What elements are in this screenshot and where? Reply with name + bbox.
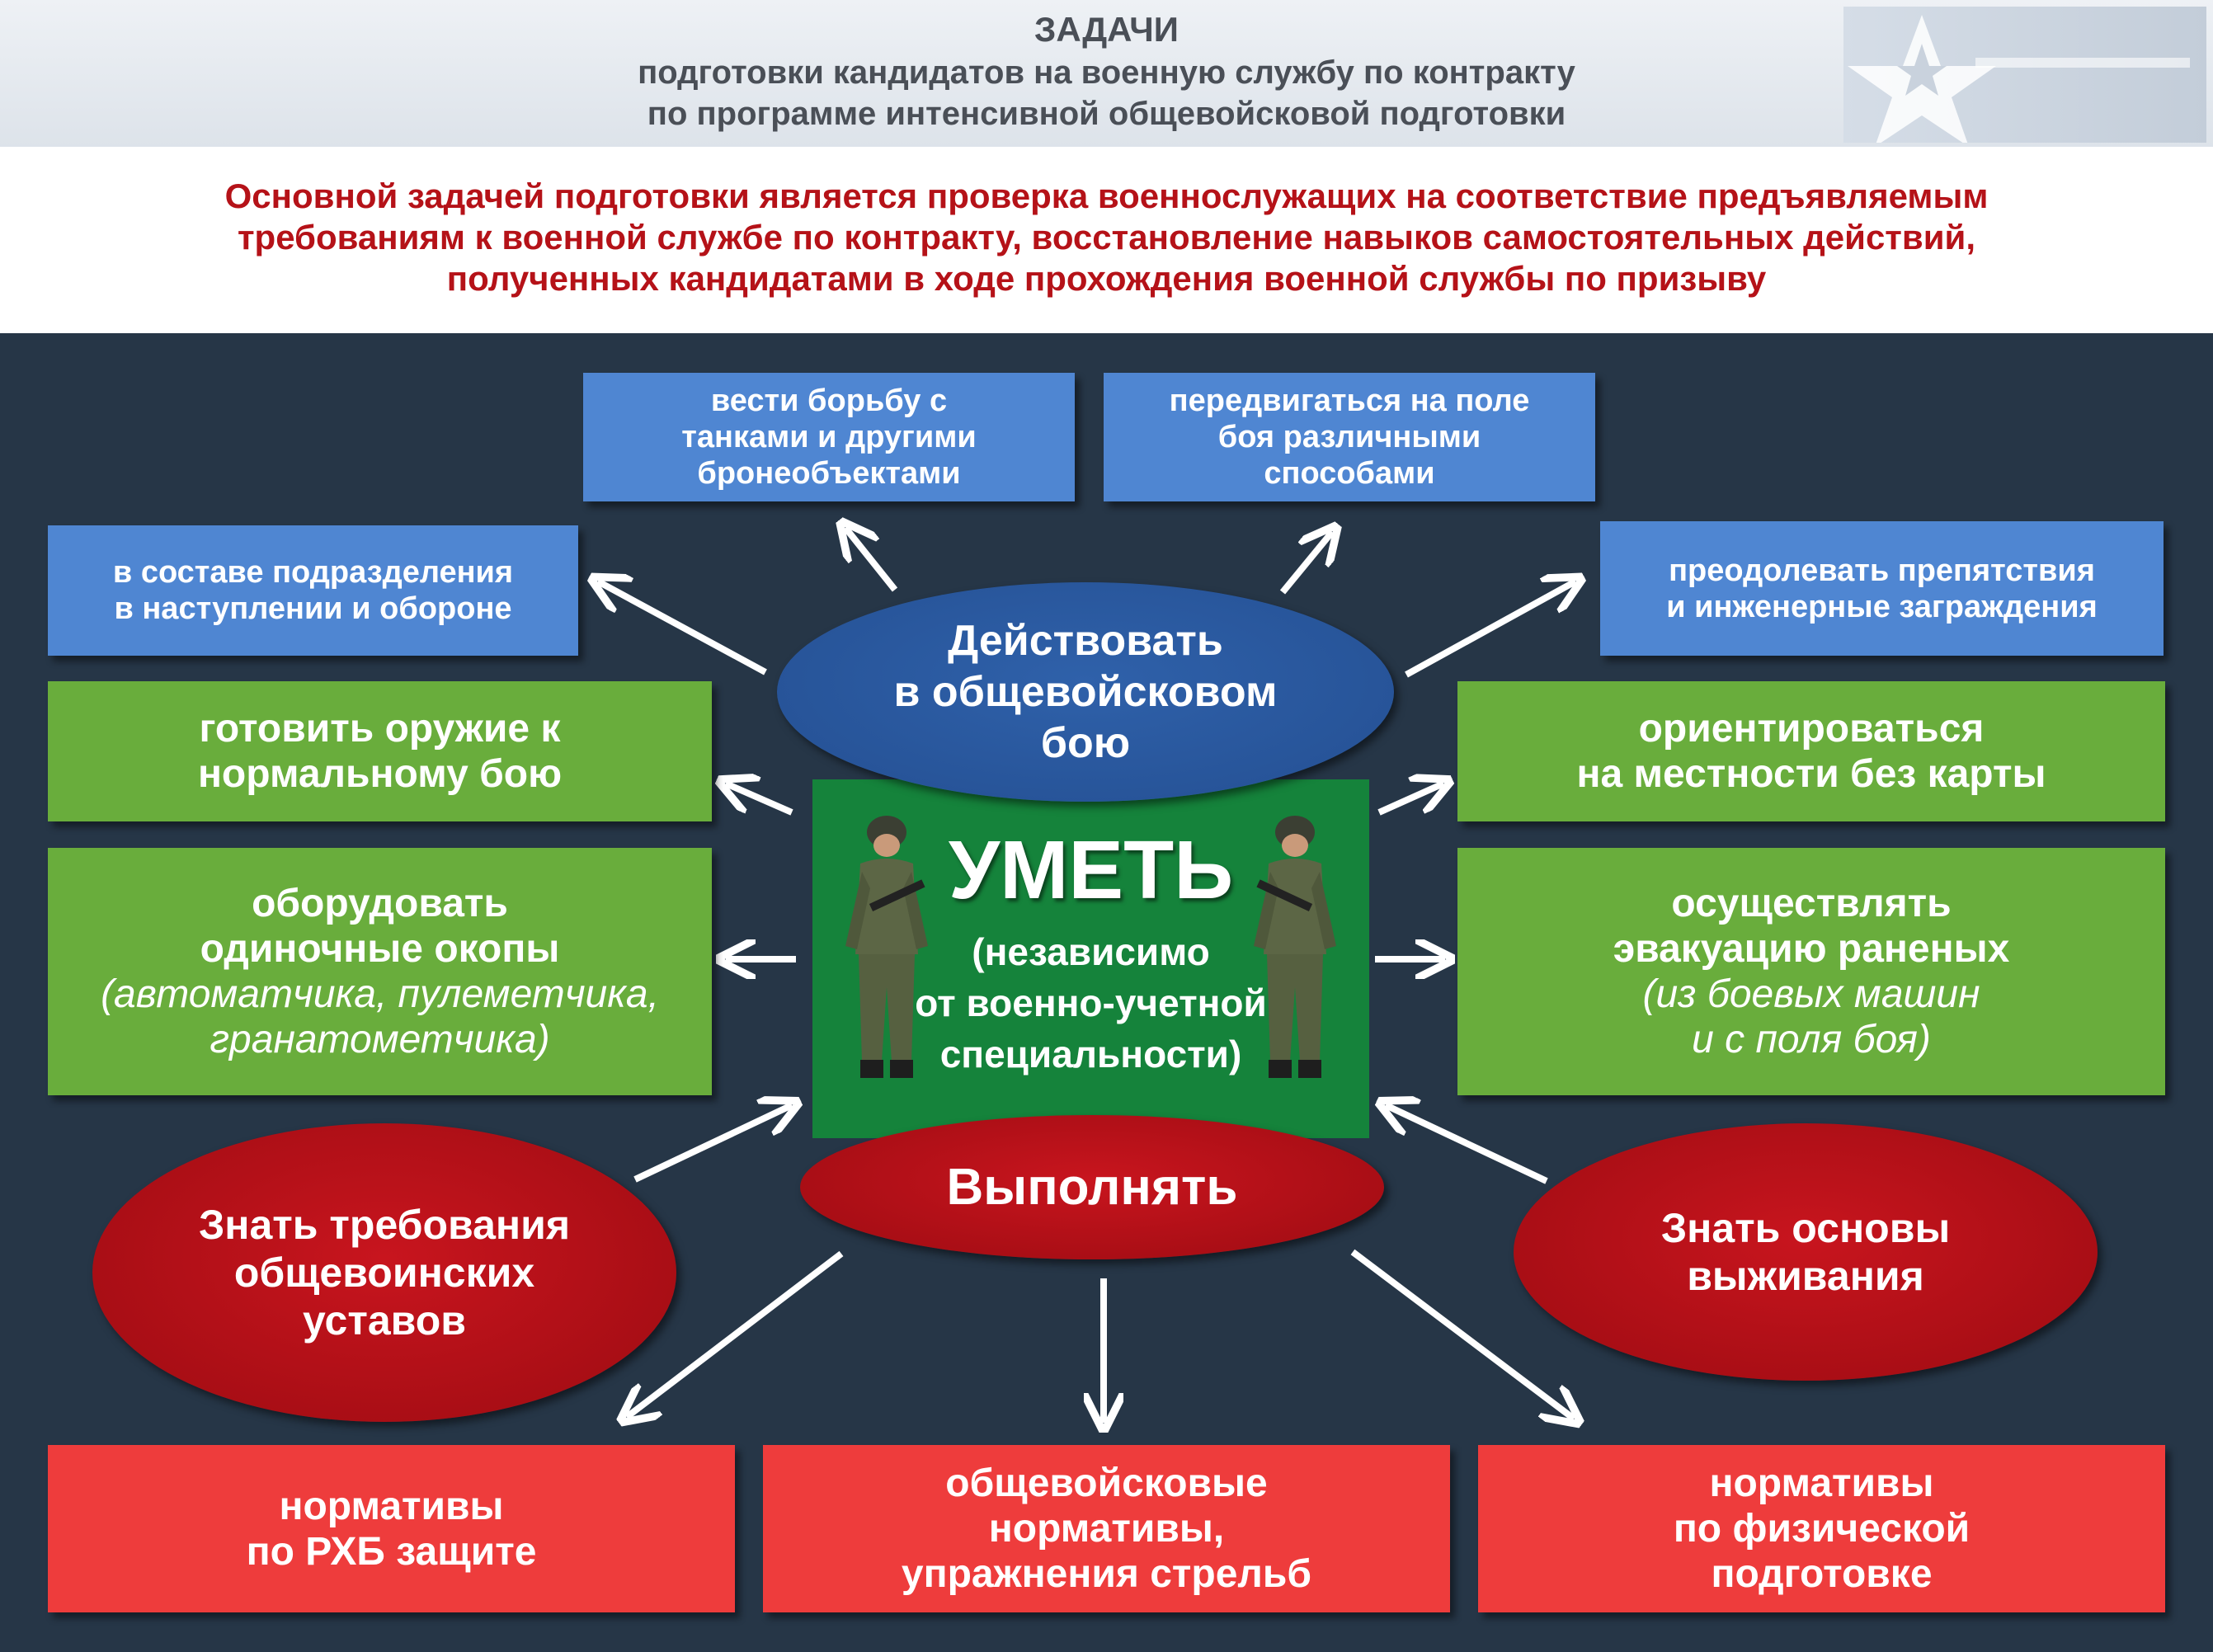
soldier-right-icon	[1254, 816, 1336, 1078]
main-task-line-3: полученных кандидатами в ходе прохождени…	[446, 259, 1767, 298]
task-note: (автоматчика, пулеметчика,	[101, 972, 659, 1016]
soldier-left-icon	[845, 816, 928, 1078]
center-sub-line: (независимо	[972, 930, 1210, 973]
act-line: Действовать	[948, 617, 1223, 665]
know-regs-line: Знать требования	[198, 1202, 571, 1248]
task-line: танками и другими	[681, 420, 977, 454]
main-task-line-2: требованиям к военной службе по контракт…	[237, 218, 1975, 257]
header-title: ЗАДАЧИ	[1034, 10, 1179, 49]
task-line: эвакуацию раненых	[1613, 927, 2010, 971]
act-line: бою	[1040, 719, 1131, 767]
task-line: боя различными	[1217, 420, 1481, 454]
arrow-to-unit	[598, 581, 767, 675]
header-banner: ЗАДАЧИ подготовки кандидатов на военную …	[0, 0, 2213, 147]
task-line: передвигаться на поле	[1169, 384, 1530, 418]
norm-line: общевойсковые	[945, 1461, 1268, 1505]
know-survival-line: Знать основы	[1660, 1205, 1951, 1251]
task-line: в наступлении и обороне	[114, 591, 512, 626]
task-line: преодолевать препятствия	[1669, 553, 2095, 588]
arrow-to-orient	[1377, 784, 1443, 816]
task-line: одиночные окопы	[200, 927, 560, 971]
task-box-evac: осуществлять эвакуацию раненых (из боевы…	[1457, 848, 2165, 1095]
center-sub-line: специальности)	[939, 1033, 1242, 1075]
header-subtitle-1: подготовки кандидатов на военную службу …	[638, 54, 1575, 91]
arrow-to-rhb	[627, 1250, 844, 1417]
norm-line: нормативы	[1709, 1461, 1934, 1505]
task-line: нормальному бою	[197, 752, 563, 796]
task-line: оборудовать	[252, 882, 508, 925]
task-box-trenches: оборудовать одиночные окопы (автоматчика…	[48, 848, 712, 1095]
task-line: способами	[1264, 456, 1435, 491]
task-note: гранатометчика)	[210, 1018, 550, 1061]
task-box-orient: ориентироваться на местности без карты	[1457, 681, 2165, 821]
center-title: УМЕТЬ	[948, 824, 1234, 916]
center-sub-line: от военно-учетной	[915, 981, 1267, 1024]
task-line: осуществлять	[1671, 882, 1952, 925]
center-block: УМЕТЬ (независимо от военно-учетной спец…	[812, 779, 1369, 1138]
act-line: в общевойсковом	[893, 668, 1278, 716]
arrow-to-physical	[1350, 1249, 1574, 1419]
center-subtitle: (независимо от военно-учетной специально…	[812, 926, 1369, 1080]
task-box-unit: в составе подразделения в наступлении и …	[48, 525, 578, 656]
task-line: в составе подразделения	[112, 555, 514, 590]
arrow-to-move	[1279, 532, 1332, 595]
task-line: готовить оружие к	[199, 707, 561, 751]
norm-line: нормативы,	[988, 1507, 1225, 1551]
norm-box-rhb: нормативы по РХБ защите	[48, 1445, 735, 1612]
norm-box-combined-arms: общевойсковые нормативы, упражнения стре…	[763, 1445, 1450, 1612]
arrow-to-weapon	[726, 784, 793, 816]
know-regulations-ellipse: Знать требования общевоинских уставов	[92, 1123, 676, 1422]
main-task-line-1: Основной задачей подготовки является про…	[224, 176, 1989, 215]
perform-label: Выполнять	[946, 1159, 1238, 1216]
task-box-move: передвигаться на поле боя различными спо…	[1104, 373, 1595, 501]
task-line: на местности без карты	[1576, 752, 2046, 796]
arrow-to-obstacles	[1405, 581, 1575, 678]
task-box-obstacles: преодолевать препятствия и инженерные за…	[1600, 521, 2164, 656]
norm-line: подготовке	[1711, 1552, 1933, 1596]
task-line: и инженерные заграждения	[1666, 589, 2098, 624]
task-line: вести борьбу с	[710, 384, 948, 418]
task-line: бронеобъектами	[697, 456, 961, 491]
main-task-text: Основной задачей подготовки является про…	[0, 147, 2213, 333]
norm-line: нормативы	[279, 1484, 504, 1528]
know-survival-ellipse: Знать основы выживания	[1514, 1123, 2098, 1381]
task-note: (из боевых машин	[1642, 972, 1980, 1016]
task-line: ориентироваться	[1638, 707, 1985, 751]
task-box-weapon: готовить оружие к нормальному бою	[48, 681, 712, 821]
norm-line: упражнения стрельб	[901, 1552, 1312, 1596]
arrow-to-tanks	[845, 528, 898, 592]
task-box-tanks: вести борьбу с танками и другими бронеоб…	[583, 373, 1075, 501]
star-emblem-icon	[1843, 7, 2206, 147]
know-regs-line: общевоинских	[233, 1250, 535, 1296]
norm-line: по РХБ защите	[246, 1529, 537, 1574]
arrow-from-survival	[1386, 1105, 1548, 1184]
know-regs-line: уставов	[302, 1297, 467, 1344]
norm-box-physical: нормативы по физической подготовке	[1478, 1445, 2165, 1612]
act-ellipse: Действовать в общевойсковом бою	[777, 582, 1394, 802]
perform-ellipse: Выполнять	[800, 1115, 1384, 1259]
arrow-from-regs	[633, 1105, 792, 1183]
header-subtitle-2: по программе интенсивной общевойсковой п…	[647, 96, 1566, 132]
know-survival-line: выживания	[1687, 1253, 1924, 1299]
norm-line: по физической	[1673, 1507, 1971, 1551]
task-note: и с поля боя)	[1692, 1018, 1931, 1061]
